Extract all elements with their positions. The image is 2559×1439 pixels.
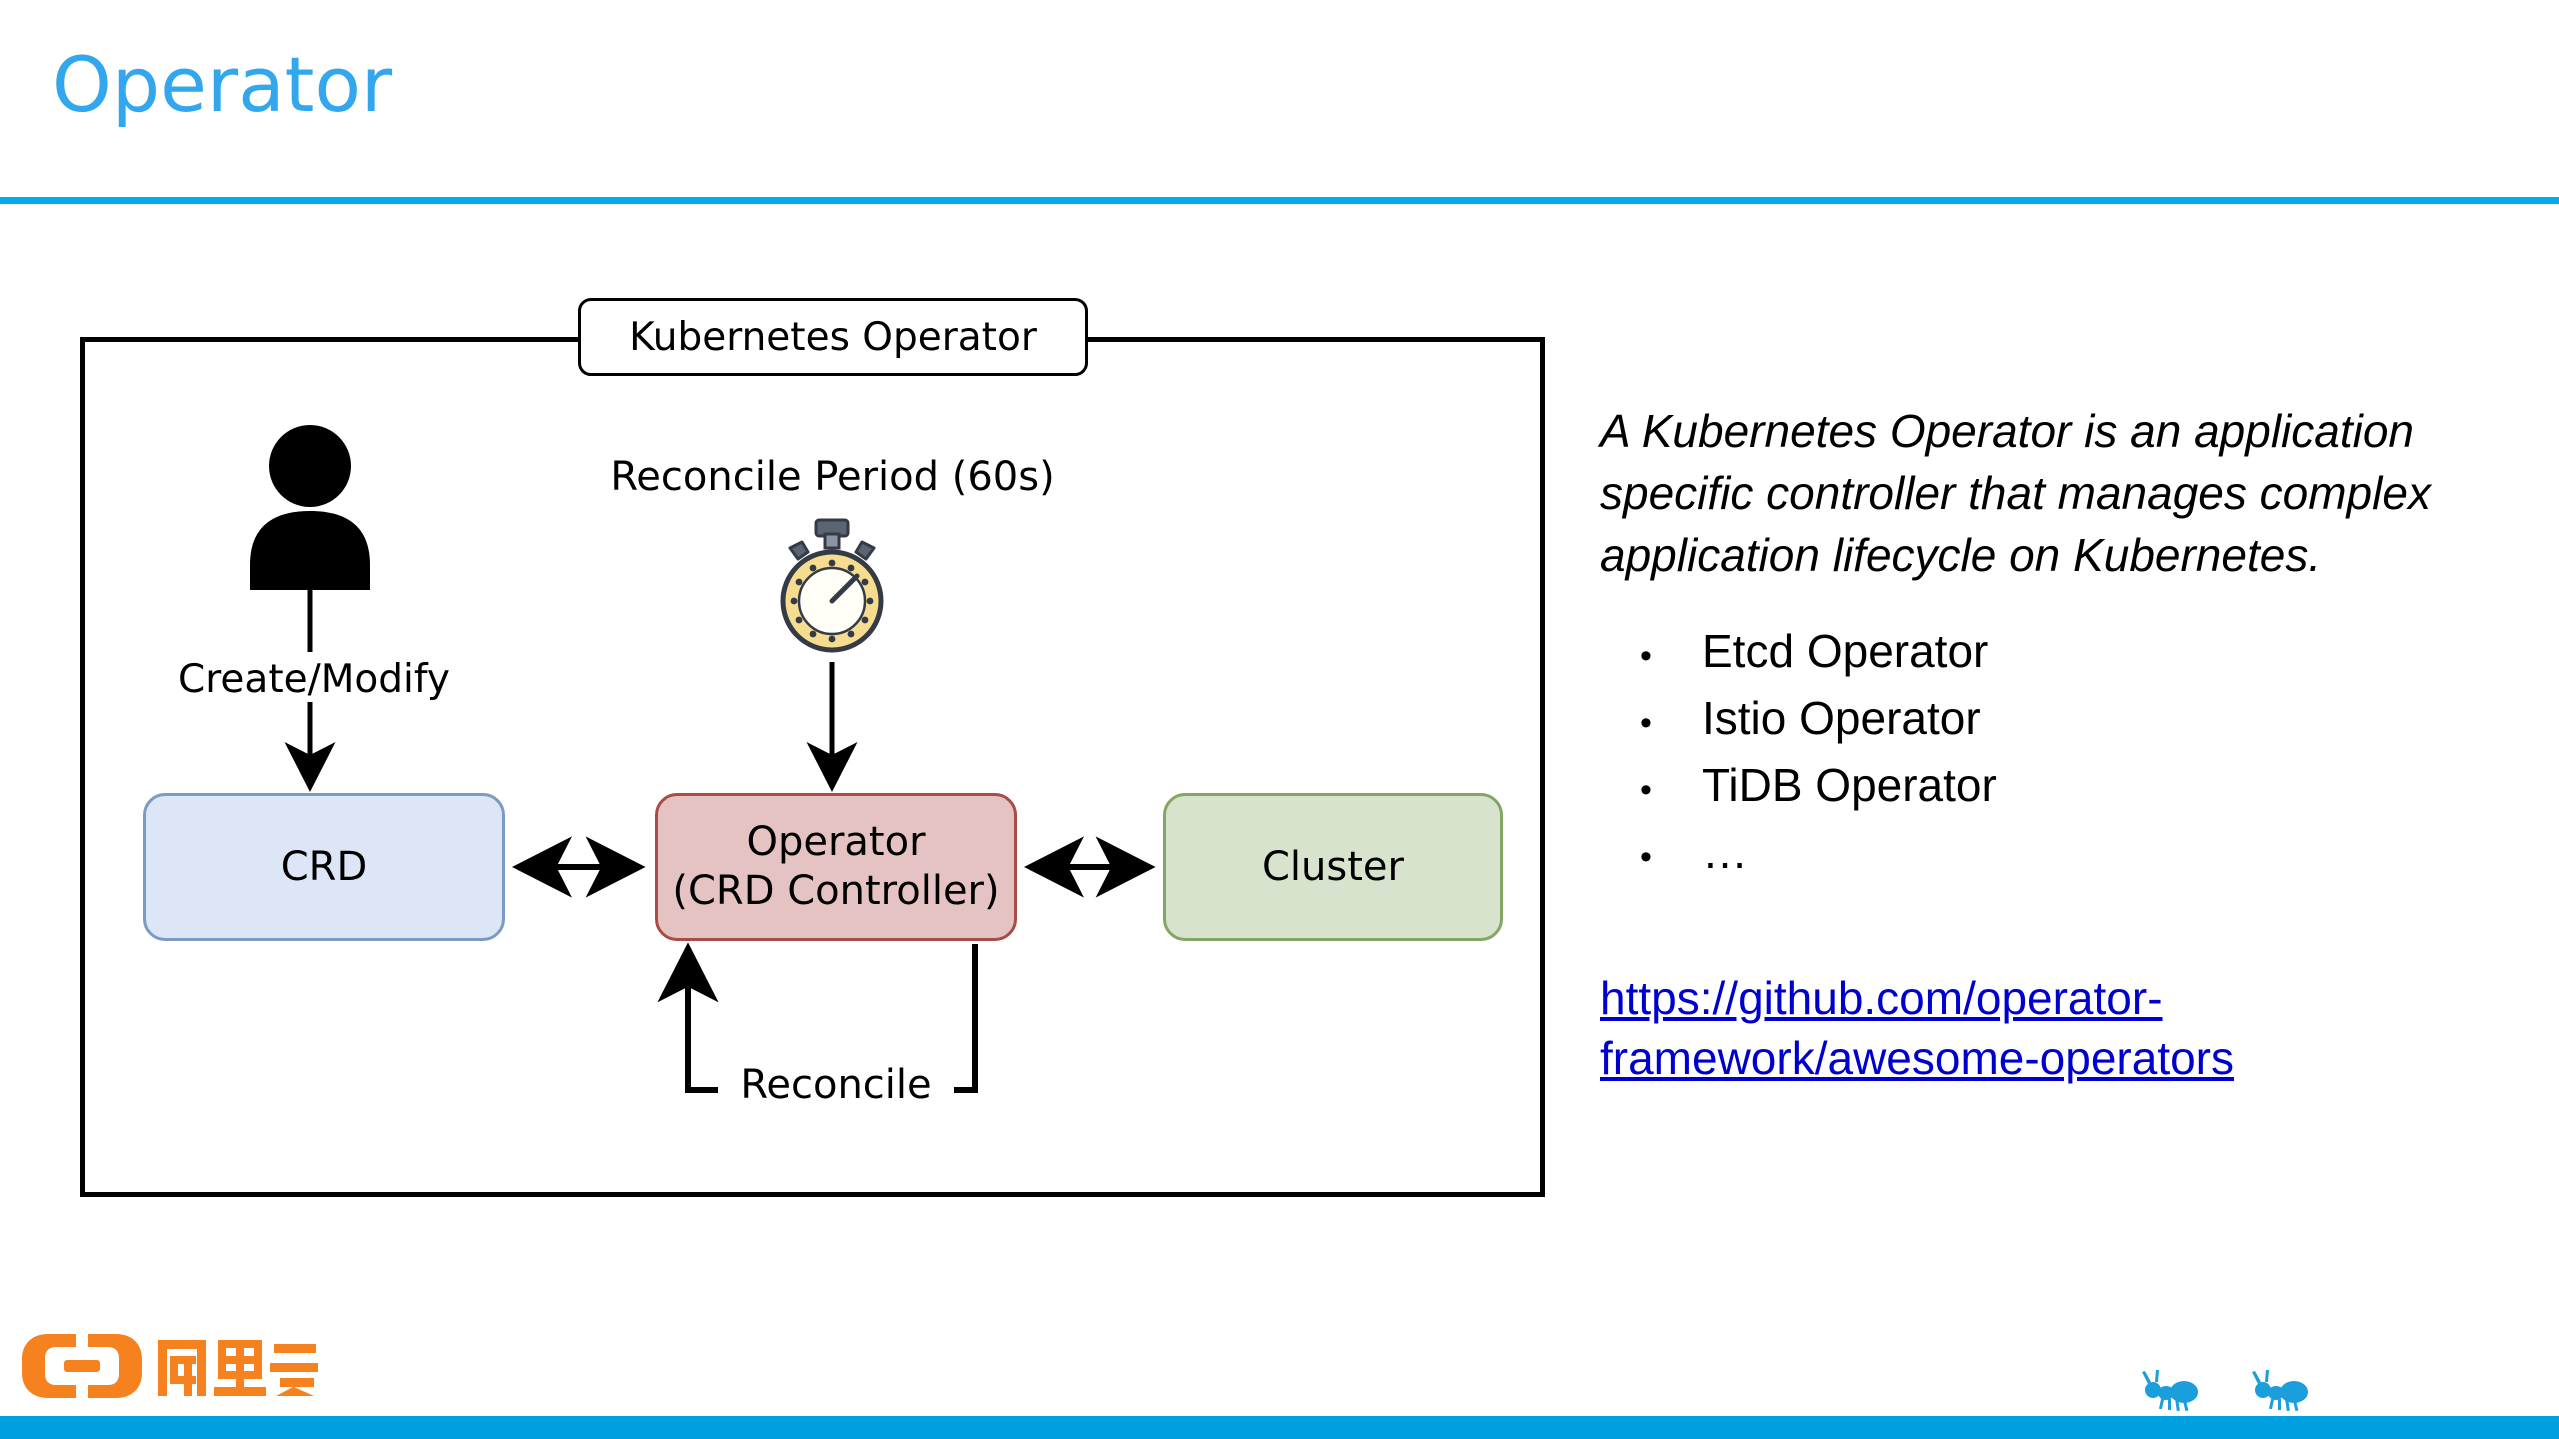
- list-item: • …: [1640, 821, 2540, 888]
- description-text: A Kubernetes Operator is an application …: [1600, 405, 2431, 581]
- list-item-label: Istio Operator: [1702, 692, 1981, 744]
- alibaba-cloud-logo: [18, 1330, 318, 1402]
- node-operator-line1: Operator: [746, 819, 926, 865]
- list-item-label: Etcd Operator: [1702, 625, 1989, 677]
- bullet-icon: •: [1640, 704, 1652, 742]
- node-crd[interactable]: CRD: [143, 793, 505, 941]
- bullet-icon: •: [1640, 771, 1652, 809]
- page-title: Operator: [52, 40, 393, 129]
- diagram-title-chip: Kubernetes Operator: [578, 298, 1088, 376]
- person-icon: [240, 425, 380, 590]
- list-item-label: TiDB Operator: [1702, 759, 1997, 811]
- node-operator-line2: (CRD Controller): [672, 868, 1000, 914]
- footer-bar: [0, 1416, 2559, 1439]
- reconcile-period-label: Reconcile Period (60s): [610, 454, 1055, 500]
- ant-decoration: [2140, 1368, 2340, 1414]
- bullet-list: • Etcd Operator • Istio Operator • TiDB …: [1640, 620, 2540, 888]
- stopwatch-icon: [768, 518, 896, 654]
- external-link[interactable]: https://github.com/operator-framework/aw…: [1600, 972, 2235, 1084]
- node-cluster[interactable]: Cluster: [1163, 793, 1503, 941]
- node-operator[interactable]: Operator (CRD Controller): [655, 793, 1017, 941]
- title-divider: [0, 197, 2559, 204]
- list-item: • Etcd Operator: [1640, 620, 2540, 687]
- list-item: • Istio Operator: [1640, 687, 2540, 754]
- list-item: • TiDB Operator: [1640, 754, 2540, 821]
- create-modify-label: Create/Modify: [164, 657, 464, 702]
- reconcile-loop-label: Reconcile: [718, 1062, 954, 1108]
- bullet-icon: •: [1640, 838, 1652, 876]
- list-item-label: …: [1702, 826, 1748, 878]
- bullet-icon: •: [1640, 637, 1652, 675]
